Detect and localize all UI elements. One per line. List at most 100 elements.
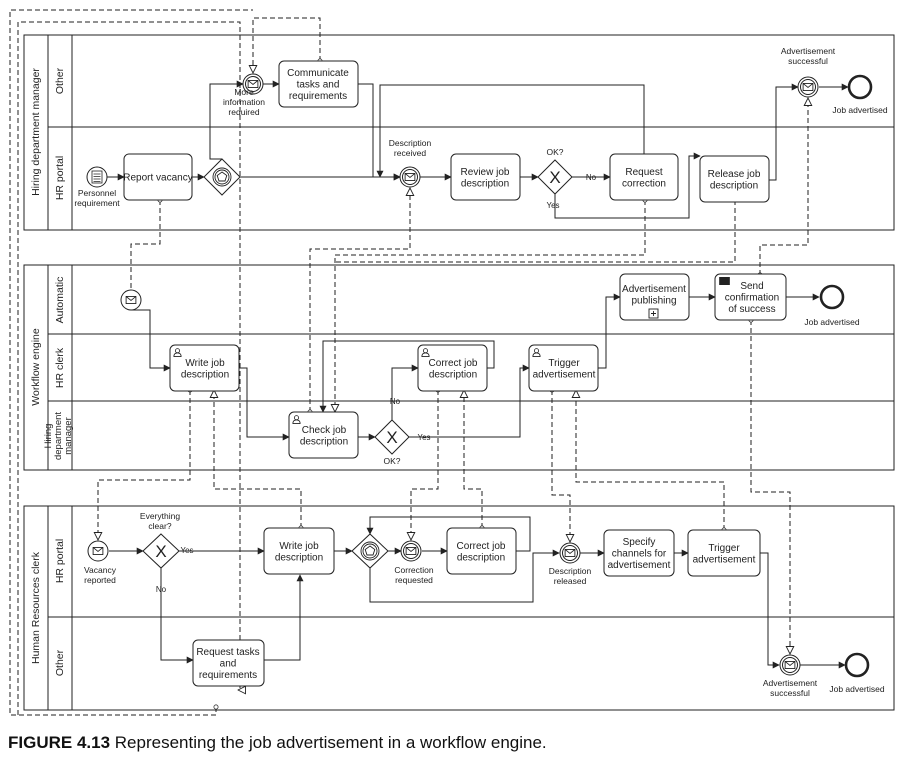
label-ok-mid: OK? (383, 456, 400, 466)
text-line: Check job (302, 425, 347, 436)
message-icon (92, 547, 104, 555)
bpmn-diagram: Hiring department manager Other HR porta… (9, 9, 895, 716)
text-line: advertisement (533, 369, 596, 380)
text-line: and (220, 659, 237, 670)
text-line: Everything (140, 511, 180, 521)
pool-label-hr-clerk: Human Resources clerk (30, 551, 42, 664)
lane-label-line: manager (63, 417, 74, 455)
pool-label-hiring-manager: Hiring department manager (30, 68, 42, 196)
message-icon (564, 549, 576, 557)
message-icon (405, 547, 417, 555)
lane-label-hr-portal-top: HR portal (54, 156, 66, 200)
text-line: Report vacancy (123, 173, 192, 184)
text-line: Trigger (708, 543, 740, 554)
pool-label-workflow-engine: Workflow engine (30, 328, 42, 406)
text-line: description (275, 552, 323, 563)
flow-label-no-hr: No (156, 585, 167, 594)
gateway-event-based-hr (351, 533, 389, 569)
text-line: Communicate (287, 68, 349, 79)
text-line: description (710, 180, 758, 191)
label-job-advertised-bottom: Job advertised (829, 684, 885, 694)
text-line: description (181, 369, 229, 380)
message-icon (802, 83, 814, 91)
text-line: confirmation (725, 293, 779, 304)
text-line: correction (622, 178, 666, 189)
text-line: requirement (74, 198, 120, 208)
flow-label-yes-mid: Yes (417, 433, 430, 442)
flow-label-yes-top: Yes (546, 201, 559, 210)
exclusive-x-icon: X (155, 542, 166, 561)
lane-label-other-bottom: Other (54, 649, 66, 676)
gateway-ok-mid: X (374, 419, 410, 455)
text-line: Advertisement (763, 678, 818, 688)
start-event-wf-message (120, 289, 142, 311)
event-ad-successful-top (797, 76, 819, 98)
lane-label-hr-portal-bottom: HR portal (54, 539, 66, 583)
event-correction-requested (400, 540, 422, 562)
end-event-mid (819, 284, 845, 310)
task-report-vacancy: Report vacancy (123, 153, 193, 201)
event-description-released (559, 542, 581, 564)
label-job-advertised-mid: Job advertised (804, 317, 860, 327)
text-line: channels for (612, 549, 667, 560)
text-line: Correction (394, 565, 433, 575)
text-line: More (234, 87, 254, 97)
text-line: tasks and (297, 80, 340, 91)
end-event-bottom (844, 652, 870, 678)
text-line: Correct job (429, 358, 478, 369)
text-line: released (554, 576, 587, 586)
text-line: Request (625, 167, 662, 178)
flow-label-no-mid: No (390, 397, 401, 406)
text-line: Personnel (78, 188, 116, 198)
text-line: Write job (279, 541, 319, 552)
text-line: clear? (148, 521, 171, 531)
message-flows (9, 9, 808, 716)
lane-label-hr-clerk: HR clerk (54, 347, 66, 388)
conditional-icon (91, 170, 103, 184)
text-line: Review job (461, 167, 510, 178)
exclusive-x-icon: X (386, 428, 397, 447)
message-icon (125, 296, 137, 304)
text-line: Trigger (548, 358, 580, 369)
lane-label-automatic: Automatic (54, 277, 66, 324)
text-line: Correct job (457, 541, 506, 552)
text-line: advertisement (608, 560, 671, 571)
start-event-vacancy-reported (87, 540, 109, 562)
text-line: successful (788, 56, 828, 66)
text-line: Release job (708, 169, 761, 180)
text-line: requested (395, 575, 433, 585)
lane-label-hiring-manager-wf: Hiringdepartmentmanager (43, 412, 74, 460)
pentagon-icon (364, 545, 376, 556)
exclusive-x-icon: X (549, 168, 560, 187)
end-event-top (847, 74, 873, 100)
event-ad-successful-bottom (779, 654, 801, 676)
label-job-advertised-top: Job advertised (832, 105, 888, 115)
